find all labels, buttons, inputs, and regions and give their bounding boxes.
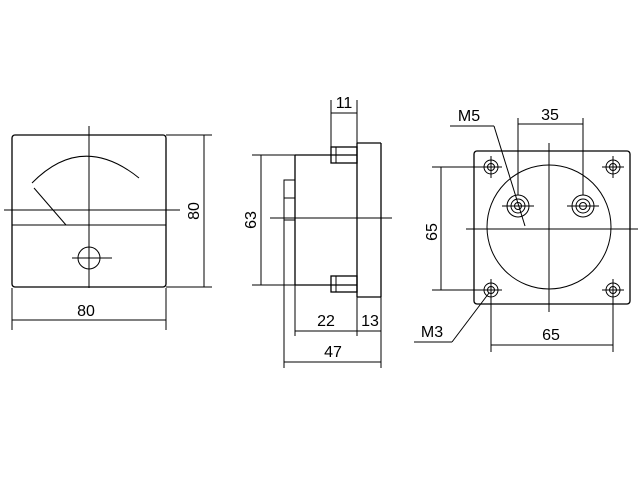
front-view: 80 80 <box>4 126 212 330</box>
dim47-label: 47 <box>324 344 342 361</box>
bottom-terminal-stud <box>330 275 358 293</box>
front-height-label: 80 <box>186 202 203 220</box>
rear-view: 35 M5 65 65 M3 <box>414 107 638 352</box>
m5-leader <box>493 125 526 227</box>
pointer-needle <box>33 187 67 226</box>
rear-screw <box>283 179 296 221</box>
top-terminal-stud <box>330 146 358 164</box>
dim65v-label: 65 <box>424 223 441 241</box>
terminal-right <box>567 194 599 218</box>
dim65h-label: 65 <box>542 327 560 344</box>
side-view: 11 63 22 13 47 <box>243 95 392 368</box>
terminal-left <box>502 194 534 218</box>
m3-leader <box>451 292 490 343</box>
m5-label: M5 <box>458 108 480 125</box>
dim22-label: 22 <box>317 313 335 330</box>
m3-label: M3 <box>421 324 443 341</box>
dim11-label: 11 <box>336 95 353 112</box>
dim13-label: 13 <box>361 313 379 330</box>
scale-arc <box>31 155 140 184</box>
rear-panel-outline <box>473 150 631 305</box>
dim63-label: 63 <box>243 211 260 229</box>
dim35-label: 35 <box>541 107 559 124</box>
front-width-label: 80 <box>77 303 95 320</box>
mount-hole-top-left <box>480 156 502 178</box>
mount-hole-top-right <box>602 156 624 178</box>
